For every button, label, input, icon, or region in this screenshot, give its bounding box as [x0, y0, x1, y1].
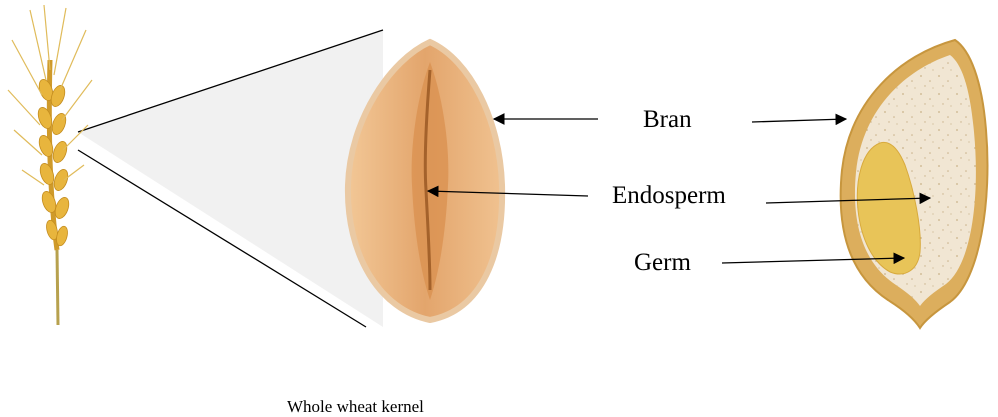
kernel-cross-section-icon: [841, 40, 988, 328]
diagram-caption: Whole wheat kernel: [287, 397, 424, 416]
germ-label: Germ: [634, 249, 691, 276]
wheat-stalk-icon: [8, 5, 92, 325]
zoom-beam: [78, 30, 383, 327]
endosperm-label: Endosperm: [612, 182, 726, 209]
bran-label: Bran: [643, 106, 692, 133]
bran-section-arrow: [752, 119, 846, 122]
